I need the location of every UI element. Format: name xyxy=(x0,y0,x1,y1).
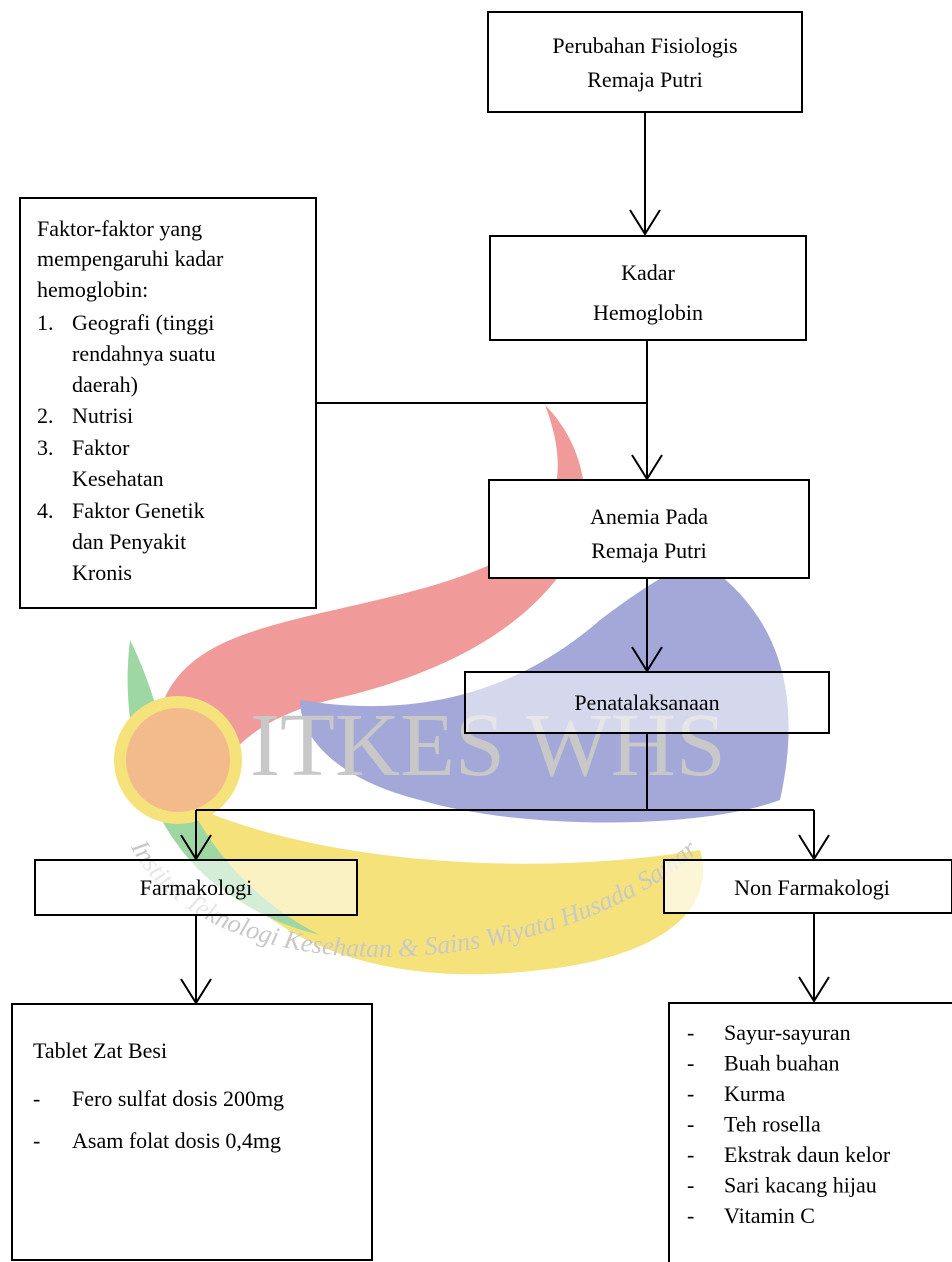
non-list-item-1: Sayur-sayuran xyxy=(724,1020,851,1045)
non-list-dash-1: - xyxy=(687,1020,694,1045)
node-anemia-line-2: Remaja Putri xyxy=(591,538,706,563)
non-list-item-4: Teh rosella xyxy=(724,1112,821,1137)
tablet-item-1-dash: - xyxy=(33,1086,40,1111)
node-kadar-line-1: Kadar xyxy=(621,260,675,285)
tablet-item-2-dash: - xyxy=(33,1128,40,1153)
non-list-item-2: Buah buahan xyxy=(724,1051,839,1076)
faktor-intro-line-1: Faktor-faktor yang xyxy=(37,216,202,241)
faktor-item-4-line-1: Faktor Genetik xyxy=(72,498,205,523)
node-anemia: Anemia Pada Remaja Putri xyxy=(488,479,810,579)
faktor-item-4-line-3: Kronis xyxy=(72,560,132,585)
watermark-red-swoosh xyxy=(156,405,585,820)
faktor-item-4-line-2: dan Penyakit xyxy=(72,529,186,554)
arrowhead-non-list xyxy=(798,976,830,1003)
faktor-item-1-line-3: daerah) xyxy=(72,372,138,397)
node-non-farmakologi-label: Non Farmakologi xyxy=(734,875,890,900)
arrowhead-kadar xyxy=(629,209,661,236)
faktor-item-1-line-1: Geografi (tinggi xyxy=(72,310,214,335)
node-kadar-line-2: Hemoglobin xyxy=(593,300,703,325)
faktor-item-2-number: 2. xyxy=(37,403,54,428)
node-tablet-zat-besi: Tablet Zat Besi - Fero sulfat dosis 200m… xyxy=(11,1003,373,1261)
non-list-item-7: Vitamin C xyxy=(724,1203,815,1228)
node-non-farmakologi: Non Farmakologi xyxy=(663,859,952,914)
faktor-intro-line-2: mempengaruhi kadar xyxy=(37,246,224,271)
non-list-dash-6: - xyxy=(687,1173,694,1198)
node-farmakologi-label: Farmakologi xyxy=(140,875,252,900)
connectors xyxy=(180,112,830,1005)
non-list-item-5: Ekstrak daun kelor xyxy=(724,1142,891,1167)
non-list-dash-2: - xyxy=(687,1051,694,1076)
non-list-item-6: Sari kacang hijau xyxy=(724,1173,877,1198)
node-perubahan-fisiologis: Perubahan Fisiologis Remaja Putri xyxy=(487,11,803,113)
non-list-dash-3: - xyxy=(687,1081,694,1106)
non-list-dash-7: - xyxy=(687,1203,694,1228)
watermark-globe-icon xyxy=(126,708,230,812)
faktor-item-3-number: 3. xyxy=(37,435,54,460)
non-list-dash-5: - xyxy=(687,1142,694,1167)
node-farmakologi: Farmakologi xyxy=(34,859,358,916)
faktor-item-1-line-2: rendahnya suatu xyxy=(72,341,216,366)
faktor-item-2-line-1: Nutrisi xyxy=(72,403,133,428)
non-list-frame xyxy=(668,1002,952,1262)
node-penatalaksanaan: Penatalaksanaan xyxy=(464,671,830,734)
node-perubahan-line-2: Remaja Putri xyxy=(587,67,702,92)
node-anemia-line-1: Anemia Pada xyxy=(590,504,708,529)
node-faktor-faktor: Faktor-faktor yang mempengaruhi kadar he… xyxy=(19,197,317,609)
non-list-item-3: Kurma xyxy=(724,1081,785,1106)
faktor-item-1-number: 1. xyxy=(37,310,54,335)
tablet-item-2: Asam folat dosis 0,4mg xyxy=(72,1128,281,1153)
faktor-intro-line-3: hemoglobin: xyxy=(37,277,148,302)
tablet-item-1: Fero sulfat dosis 200mg xyxy=(72,1086,284,1111)
node-penatalaksanaan-label: Penatalaksanaan xyxy=(574,690,719,715)
node-perubahan-line-1: Perubahan Fisiologis xyxy=(552,33,737,58)
non-list-dash-4: - xyxy=(687,1112,694,1137)
faktor-item-3-line-1: Faktor xyxy=(72,435,130,460)
tablet-title: Tablet Zat Besi xyxy=(33,1038,167,1063)
node-kadar-hemoglobin: Kadar Hemoglobin xyxy=(489,235,807,341)
node-non-farmakologi-list: - Sayur-sayuran - Buah buahan - Kurma - Teh ros… xyxy=(668,1002,952,1262)
faktor-item-4-number: 4. xyxy=(37,498,54,523)
faktor-item-3-line-2: Kesehatan xyxy=(72,466,164,491)
